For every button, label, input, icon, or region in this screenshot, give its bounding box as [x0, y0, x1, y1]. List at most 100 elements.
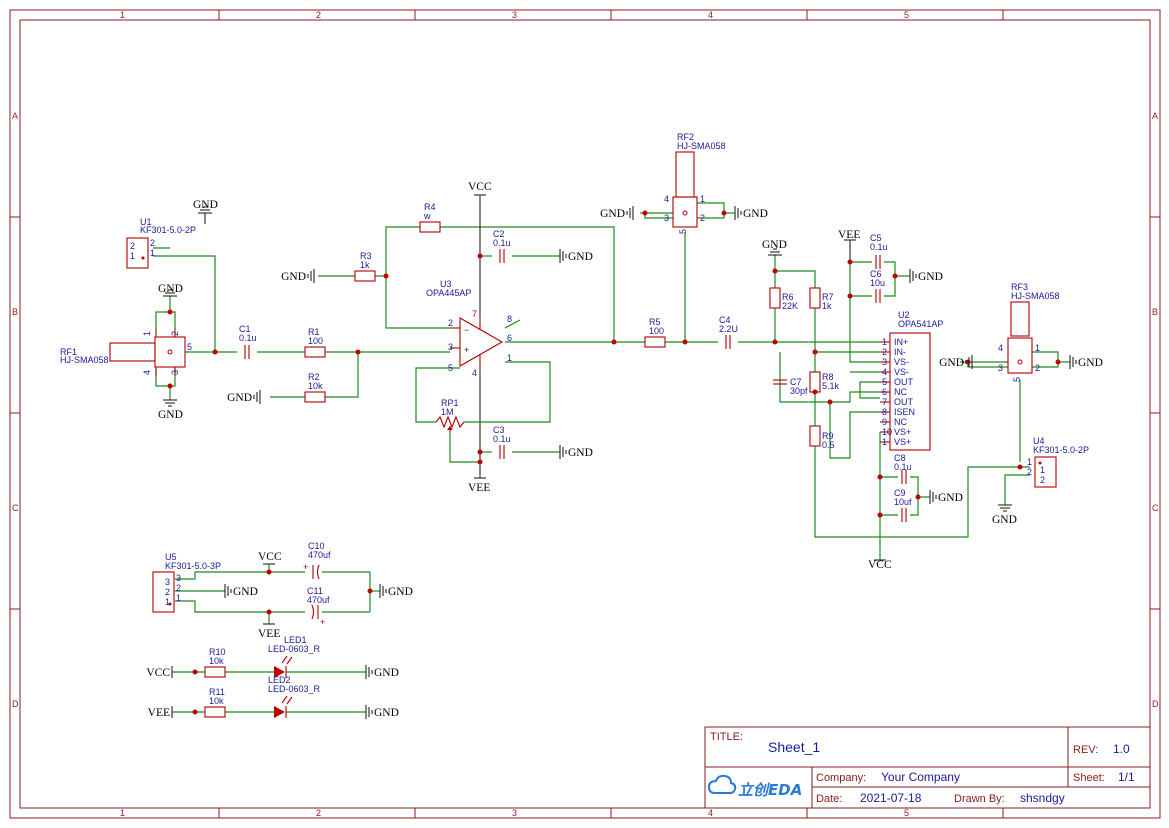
gnd-symbol: GND: [224, 584, 258, 598]
gnd-label: GND: [227, 392, 252, 404]
label-u3-ref: U3: [440, 279, 452, 289]
u2-pin-number: 1: [882, 337, 887, 347]
label-r9-value: 0.5: [822, 440, 835, 450]
label-u5-ref: U5: [165, 552, 177, 562]
row-label: A: [12, 111, 18, 121]
vcc-symbol-label: VCC: [146, 667, 170, 679]
sma-rf3: 43 12 5: [998, 301, 1040, 382]
gnd-symbol: GND: [559, 445, 593, 459]
label-rp1-value: 1M: [441, 407, 454, 417]
opamp-u3: − + 2 3 7 4 8 6 1 5: [448, 309, 512, 378]
terminal-u5: 321 321: [152, 571, 181, 613]
svg-text:2: 2: [700, 213, 705, 223]
label-c11-ref: C11: [307, 586, 323, 596]
svg-text:3: 3: [170, 370, 180, 375]
component-labels: U1 KF301-5.0-2P RF1 HJ-SMA058 C1 0.1u R1…: [60, 132, 1089, 706]
u2-pin-name: VS-: [894, 357, 909, 367]
label-c8-value: 0.1u: [894, 462, 912, 472]
label-u3-value: OPA445AP: [426, 288, 471, 298]
sma-rf2: 43 12 5: [664, 151, 705, 234]
label-u2-value: OPA541AP: [898, 319, 943, 329]
label-r11-value: 10k: [209, 696, 224, 706]
col-label: 4: [708, 808, 713, 818]
vcc-symbol: VCC: [258, 551, 282, 565]
svg-text:2: 2: [1027, 467, 1032, 477]
svg-text:6: 6: [507, 333, 512, 343]
u2-pin-name: IN+: [894, 337, 908, 347]
label-r5-value: 100: [649, 326, 664, 336]
label-c1-ref: C1: [239, 324, 251, 334]
vee-symbol: VEE: [148, 706, 173, 719]
label-c9-ref: C9: [894, 488, 906, 498]
label-r10-value: 10k: [209, 656, 224, 666]
col-label: 5: [904, 10, 909, 20]
label-r4-ref: R4: [424, 202, 436, 212]
gnd-symbol: GND: [1069, 355, 1103, 369]
u2-pin-name: VS+: [894, 427, 911, 437]
gnd-symbol: GND: [365, 665, 399, 679]
u2-pin-name: VS+: [894, 437, 911, 447]
gnd-label: GND: [388, 586, 413, 598]
label-r8-ref: R8: [822, 372, 834, 382]
svg-text:+: +: [320, 617, 325, 627]
gnd-symbol: GND: [379, 584, 413, 598]
drawn-by-label: Drawn By:: [954, 793, 1005, 805]
terminal-u4: 12 12: [1027, 456, 1057, 488]
svg-text:1: 1: [165, 597, 170, 607]
vee-symbol: VEE: [468, 477, 490, 494]
label-r3-value: 1k: [360, 260, 370, 270]
label-r8-value: 5.1k: [822, 381, 840, 391]
gnd-symbol: GND: [158, 283, 183, 297]
svg-text:1: 1: [142, 331, 152, 336]
label-led1-ref: LED1: [284, 635, 307, 645]
label-r7-value: 1k: [822, 301, 832, 311]
row-label: A: [1152, 111, 1158, 121]
label-led2-ref: LED2: [268, 675, 291, 685]
col-label: 4: [708, 10, 713, 20]
gnd-symbol: GND: [193, 199, 218, 214]
gnd-label: GND: [938, 492, 963, 504]
u2-pin-number: 4: [882, 367, 887, 377]
row-label: B: [1152, 307, 1158, 317]
gnd-label: GND: [939, 357, 964, 369]
svg-text:4: 4: [664, 194, 669, 204]
label-rp1-ref: RP1: [441, 398, 459, 408]
label-led1-value: LED-0603_R: [268, 644, 321, 654]
wires: [153, 195, 1070, 713]
sheet-frame: [9, 9, 1161, 819]
row-label: D: [12, 699, 19, 709]
svg-text:1: 1: [150, 248, 155, 258]
label-c3-value: 0.1u: [493, 434, 511, 444]
label-r5-ref: R5: [649, 317, 661, 327]
gnd-symbol: GND: [734, 206, 768, 220]
svg-text:+: +: [464, 345, 469, 355]
label-c4-value: 2.2U: [719, 324, 738, 334]
col-label: 2: [316, 808, 321, 818]
svg-text:1: 1: [507, 353, 512, 363]
title-block: TITLE: Sheet_1 REV: 1.0 Company: Your Co…: [704, 726, 1151, 809]
label-c7-ref: C7: [790, 377, 802, 387]
svg-text:5: 5: [678, 229, 688, 234]
sheet-label: Sheet:: [1073, 772, 1105, 784]
grid-labels: 1 2 3 4 5 1 2 3 4 5 A B C D A B C D: [12, 10, 1159, 818]
label-r7-ref: R7: [822, 292, 834, 302]
gnd-symbol: GND: [158, 399, 183, 421]
svg-text:5: 5: [448, 363, 453, 373]
gnd-label: GND: [568, 447, 593, 459]
label-rf1-ref: RF1: [60, 347, 77, 357]
vee-symbol: VEE: [838, 229, 860, 241]
label-u2-ref: U2: [898, 310, 910, 320]
svg-text:3: 3: [176, 573, 181, 583]
label-u4-value: KF301-5.0-2P: [1033, 445, 1089, 455]
resistors: [204, 221, 821, 718]
label-c3-ref: C3: [493, 425, 505, 435]
u2-pin-number: 8: [882, 407, 887, 417]
title-label: TITLE:: [710, 731, 743, 743]
company-value: Your Company: [881, 770, 960, 784]
u2-pin-name: NC: [894, 387, 907, 397]
label-rf3-value: HJ-SMA058: [1011, 291, 1060, 301]
u2-pin-number: 1: [882, 437, 887, 447]
gnd-label: GND: [918, 271, 943, 283]
